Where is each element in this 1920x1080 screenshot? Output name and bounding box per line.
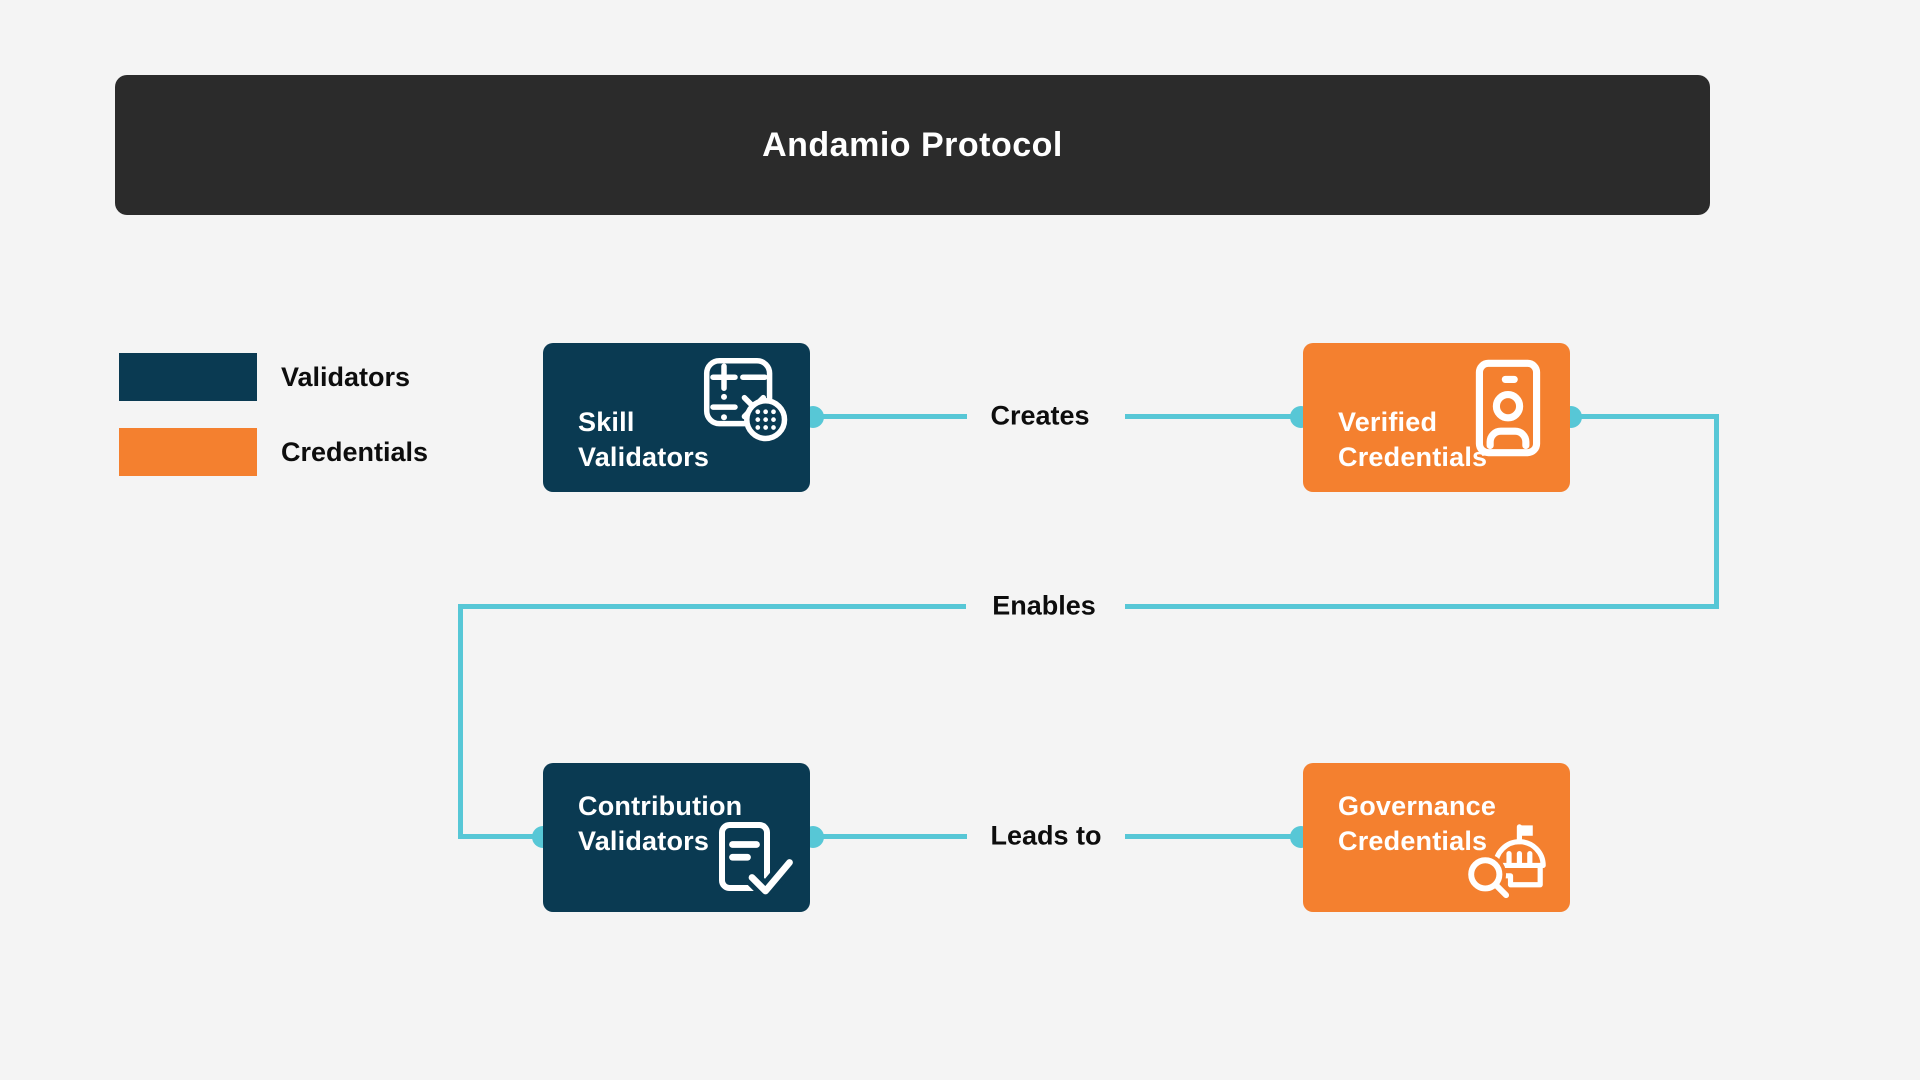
node-verified-credentials-label: Verified Credentials — [1338, 405, 1487, 475]
edge-enables-line-down-left — [458, 604, 463, 839]
node-governance-credentials-label: Governance Credentials — [1338, 789, 1496, 859]
node-verified-credentials: Verified Credentials — [1303, 343, 1570, 492]
validators-color-swatch — [119, 353, 257, 401]
node-skill-validators: Skill Validators — [543, 343, 810, 492]
edge-enables-line-right — [1125, 604, 1719, 609]
diagram-title: Andamio Protocol — [762, 125, 1063, 164]
legend-item-credentials: Credentials — [119, 428, 428, 476]
edge-enables-line-left — [458, 604, 966, 609]
edge-creates-line-right — [1125, 414, 1305, 419]
diagram-title-bar: Andamio Protocol — [115, 75, 1710, 215]
document-check-icon — [710, 822, 798, 900]
node-label-line: Validators — [578, 442, 710, 473]
node-skill-validators-label: Skill Validators — [578, 405, 709, 475]
edge-label-creates: Creates — [990, 400, 1090, 431]
calculator-icon — [702, 356, 790, 444]
edge-leads-to-line-right — [1125, 834, 1305, 839]
node-label-line: Verified — [1338, 407, 1438, 437]
node-contribution-validators-label: Contribution Validators — [578, 789, 742, 859]
edge-enables-line-in — [458, 834, 548, 839]
edge-label-enables: Enables — [992, 590, 1096, 621]
edge-label-leads-to: Leads to — [990, 820, 1102, 851]
node-contribution-validators: Contribution Validators — [543, 763, 810, 912]
credentials-color-swatch — [119, 428, 257, 476]
node-label-line: Contribution — [578, 791, 743, 821]
id-badge-icon — [1472, 358, 1544, 458]
edge-creates-line-left — [810, 414, 967, 419]
edge-enables-line-down-right — [1714, 414, 1719, 609]
node-label-line: Credentials — [1338, 442, 1488, 473]
node-label-line: Governance — [1338, 791, 1497, 821]
node-label-line: Skill — [578, 407, 635, 437]
legend-item-validators: Validators — [119, 353, 410, 401]
node-label-line: Validators — [578, 826, 710, 857]
node-label-line: Credentials — [1338, 826, 1488, 857]
edge-enables-line-out — [1568, 414, 1719, 419]
government-search-icon — [1464, 819, 1558, 903]
edge-leads-to-line-left — [810, 834, 967, 839]
legend-label-validators: Validators — [281, 361, 411, 392]
node-governance-credentials: Governance Credentials — [1303, 763, 1570, 912]
legend-label-credentials: Credentials — [281, 436, 429, 467]
